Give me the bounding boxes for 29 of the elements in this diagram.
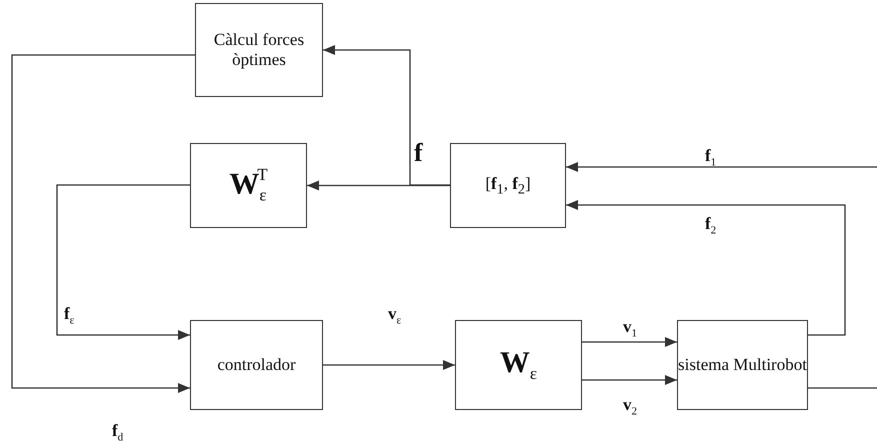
edge-label: f	[414, 140, 423, 166]
block-box	[195, 3, 323, 97]
signal-arrow	[323, 360, 455, 370]
signal-arrow	[56, 184, 190, 340]
signal-arrow	[323, 45, 450, 186]
block-box	[677, 320, 808, 410]
block-label: [f$_{1}$, f$_{2}$]	[485, 174, 531, 198]
edge-label: v$_{1}$	[623, 318, 637, 340]
signal-arrow	[566, 200, 846, 336]
block-label: sistema Multirobot	[678, 355, 807, 375]
block-box	[455, 320, 582, 410]
block-box	[450, 143, 566, 228]
signal-arrow	[582, 337, 677, 347]
block-label: W$_{ε}$	[500, 346, 538, 384]
signal-arrow	[307, 180, 450, 190]
block-box	[190, 143, 307, 228]
edge-label: v$_{ε}$	[388, 305, 402, 326]
signal-arrow	[11, 54, 195, 393]
signal-arrow	[566, 162, 877, 172]
signal-line	[808, 387, 877, 389]
edge-label: f$_{ε}$	[64, 305, 74, 326]
edge-label: f$_{1}$	[705, 147, 716, 168]
block-label: controlador	[217, 355, 296, 375]
edge-label: f$_{2}$	[705, 215, 716, 236]
block-box	[190, 320, 323, 410]
edge-label: v$_{2}$	[623, 396, 637, 418]
edge-label: f$_{d}$	[112, 422, 124, 443]
signal-arrow	[582, 375, 677, 385]
block-label: Càlcul forces òptimes	[212, 30, 306, 70]
